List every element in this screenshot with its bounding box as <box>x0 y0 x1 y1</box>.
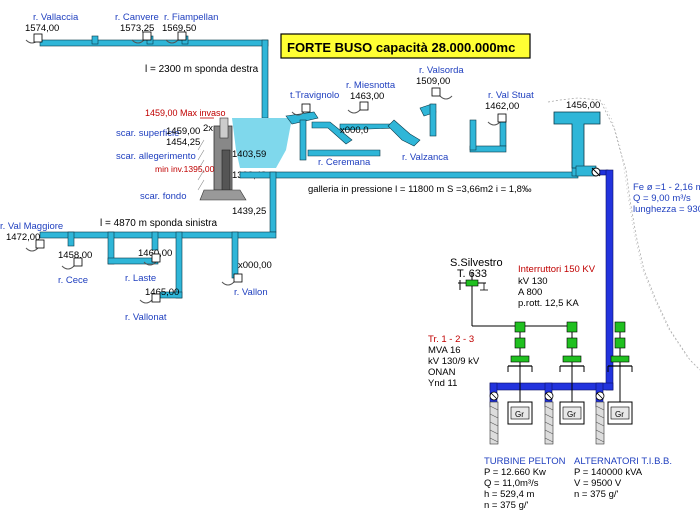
penstock-line3: lunghezza = 930 <box>633 204 700 215</box>
intake-vallaccia-elev: 1574,00 <box>25 23 59 34</box>
intake-valstuat-elev: 1462,00 <box>485 101 519 112</box>
intake-valstuat: r. Val Stuat 1462,00 <box>485 90 534 126</box>
intake-ceremana-name: r. Ceremana <box>318 157 371 168</box>
intake-vallon: x000,00 r. Vallon <box>221 260 272 298</box>
turbine-line-3: h = 529,4 m <box>484 489 535 500</box>
intake-cece-name: r. Cece <box>58 275 88 286</box>
transformer-line-2: kV 130/9 kV <box>428 356 480 367</box>
substation: S.Silvestro T. 633 <box>450 257 572 327</box>
transformer-title: Tr. 1 - 2 - 3 <box>428 334 474 345</box>
generator-unit-3: Gr <box>595 380 633 445</box>
transformer-bays <box>507 321 633 380</box>
dam-structure <box>197 117 247 201</box>
intake-travignolo-name: t.Travignolo <box>290 90 339 101</box>
dam-min-level: min inv.1395,00 <box>155 164 215 174</box>
intake-valmaggiore-name: r. Val Maggiore <box>0 221 63 232</box>
breaker-title: Interruttori 150 KV <box>518 264 596 275</box>
intake-valstuat-name: r. Val Stuat <box>488 90 534 101</box>
intake-fiampellan-elev: 1569,50 <box>162 23 196 34</box>
turbine-title: TURBINE PELTON <box>484 456 566 467</box>
rock-slope <box>547 97 700 371</box>
reservoir <box>232 118 292 168</box>
title-box: FORTE BUSO capacità 28.000.000mc <box>280 33 531 59</box>
intake-laste-elev: 1460,00 <box>138 248 172 259</box>
breaker-line-3: p.rott. 12,5 KA <box>518 298 579 309</box>
dam-scar-sup: scar. superficie <box>116 128 179 139</box>
intake-valmaggiore-elev: 1472,00 <box>6 232 40 243</box>
turbine-line-2: Q = 11,0m³/s <box>484 478 539 489</box>
intake-miesnotta: r. Miesnotta 1463,00 <box>346 80 396 114</box>
dam-spill-count: 2x <box>203 123 213 134</box>
penstock-line1: Fe ø =1 - 2,16 m <box>633 182 700 193</box>
left-channel-label: l = 4870 m sponda sinistra <box>100 218 217 229</box>
dam-max-level: 1459,00 Max invaso <box>145 108 226 118</box>
generator-label: Gr <box>567 410 576 419</box>
transformer-bay-1 <box>507 321 533 380</box>
turbine-line-4: n = 375 g/' <box>484 500 529 511</box>
transformer-line-3: ONAN <box>428 367 456 378</box>
intake-travignolo: t.Travignolo x000,0 <box>290 90 369 136</box>
alternator-line-1: P = 140000 kVA <box>574 467 643 478</box>
intake-canvere-name: r. Canvere <box>115 12 159 23</box>
substation-name: S.Silvestro <box>450 257 503 269</box>
generator-units: Gr Gr Gr <box>489 380 633 445</box>
intake-laste: 1460,00 r. Laste <box>125 248 172 284</box>
intake-miesnotta-name: r. Miesnotta <box>346 80 396 91</box>
dam-el-mid: 1403,59 <box>232 149 266 160</box>
alternator-title: ALTERNATORI T.I.B.B. <box>574 456 672 467</box>
transformer-bay-2 <box>559 321 585 380</box>
intake-canvere: r. Canvere 1573,25 <box>115 12 159 44</box>
upper-intakes-network <box>285 103 437 161</box>
intake-vallonat-elev: 1465,00 <box>145 287 179 298</box>
intake-canvere-elev: 1573,25 <box>120 23 154 34</box>
intake-valmaggiore: r. Val Maggiore 1472,00 <box>0 221 63 252</box>
right-bank-channel <box>39 35 269 119</box>
surge-tank-elev: 1456,00 <box>566 100 600 111</box>
intake-vallon-name: r. Vallon <box>234 287 268 298</box>
left-bank-channel <box>39 171 277 299</box>
intake-miesnotta-elev: 1463,00 <box>350 91 384 102</box>
intake-cece: 1458,00 r. Cece <box>58 250 92 286</box>
dam-scar-fondo: scar. fondo <box>140 191 186 202</box>
intake-valzanca-name: r. Valzanca <box>402 152 449 163</box>
transformer-line-4: Ynd 11 <box>428 378 457 389</box>
intake-fiampellan: r. Fiampellan 1569,50 <box>162 12 218 44</box>
intake-laste-name: r. Laste <box>125 273 156 284</box>
turbine-line-1: P = 12.660 Kw <box>484 467 546 478</box>
intake-vallaccia: r. Vallaccia 1574,00 <box>25 12 79 44</box>
intake-vallaccia-name: r. Vallaccia <box>33 12 79 23</box>
intake-valsorda: r. Valsorda 1509,00 <box>416 65 464 100</box>
intake-travignolo-elev: x000,0 <box>340 125 369 136</box>
intake-vallon-elev: x000,00 <box>238 260 272 271</box>
penstock-line2: Q = 9,00 m³/s <box>633 193 691 204</box>
alternator-line-3: n = 375 g/' <box>574 489 619 500</box>
intake-valsorda-elev: 1509,00 <box>416 76 450 87</box>
right-channel-label: l = 2300 m sponda destra <box>145 64 259 75</box>
intake-valsorda-name: r. Valsorda <box>419 65 464 76</box>
intake-cece-elev: 1458,00 <box>58 250 92 261</box>
intake-fiampellan-name: r. Fiampellan <box>164 12 218 23</box>
alternator-line-2: V = 9500 V <box>574 478 622 489</box>
tunnel-label: galleria in pressione l = 11800 m S =3,6… <box>308 184 532 195</box>
intake-vallonat-name: r. Vallonat <box>125 312 167 323</box>
transformer-bay-3 <box>607 321 633 380</box>
dam-spill-el1: 1459,00 <box>166 126 200 137</box>
generator-unit-2: Gr <box>544 380 585 445</box>
intake-vallonat: 1465,00 r. Vallonat <box>125 287 179 323</box>
generator-unit-1: Gr <box>489 380 533 445</box>
transformer-line-1: MVA 16 <box>428 345 461 356</box>
dam-scar-alleg: scar. allegerimento <box>116 151 196 162</box>
breaker-line-2: A 800 <box>518 287 542 298</box>
page-title: FORTE BUSO capacità 28.000.000mc <box>287 40 515 55</box>
dam-el-base: 1439,25 <box>232 206 266 217</box>
generator-label: Gr <box>515 410 524 419</box>
dam-spill-el2: 1454,25 <box>166 137 200 148</box>
generator-label: Gr <box>615 410 624 419</box>
breaker-line-1: kV 130 <box>518 276 548 287</box>
surge-tank: 1456,00 <box>553 100 601 177</box>
